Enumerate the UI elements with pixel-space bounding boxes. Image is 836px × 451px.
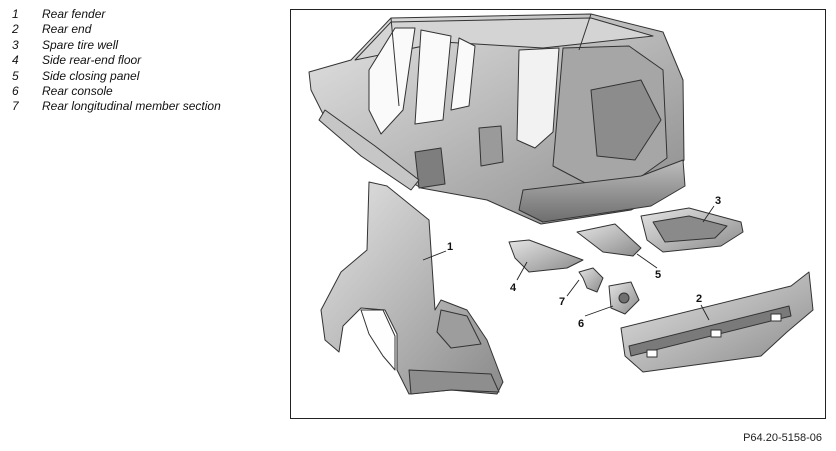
legend-number: 2 — [12, 22, 19, 37]
legend-label: Rear end — [42, 22, 92, 37]
legend-item: 7 Rear longitudinal member section — [12, 99, 221, 114]
callout-labels: 1 2 3 4 5 6 7 — [447, 195, 721, 330]
legend-number: 6 — [12, 83, 19, 98]
legend-item: 2 Rear end — [12, 22, 221, 37]
callout-5: 5 — [655, 269, 661, 281]
callout-2: 2 — [696, 293, 702, 305]
legend-item: 6 Rear console — [12, 84, 221, 99]
legend-label: Spare tire well — [42, 37, 119, 52]
legend-number: 4 — [12, 53, 19, 68]
spare-tire-well-part — [640, 207, 744, 253]
rear-fender-part — [320, 181, 504, 395]
side-closing-panel-part — [576, 223, 642, 257]
legend-label: Side closing panel — [42, 68, 140, 83]
legend-number: 7 — [12, 99, 19, 114]
legend-number: 5 — [12, 68, 19, 83]
legend-item: 3 Spare tire well — [12, 38, 221, 53]
callout-1: 1 — [447, 241, 453, 253]
legend-number: 3 — [12, 37, 19, 52]
callout-6: 6 — [578, 318, 584, 330]
legend-item: 5 Side closing panel — [12, 69, 221, 84]
legend-item: 4 Side rear-end floor — [12, 53, 221, 68]
callout-3: 3 — [715, 195, 721, 207]
legend-label: Rear fender — [42, 7, 106, 21]
vehicle-body-shell — [308, 13, 686, 225]
callout-4: 4 — [510, 282, 517, 294]
legend-number: 1 — [12, 7, 19, 21]
callout-leaders — [422, 205, 715, 321]
legend-item: 1 Rear fender — [12, 7, 221, 22]
parts-legend: 1 Rear fender 2 Rear end 3 Spare tire we… — [12, 7, 221, 115]
legend-label: Rear console — [42, 83, 113, 98]
callout-7: 7 — [559, 296, 565, 308]
rear-console-part — [608, 281, 640, 315]
legend-label: Rear longitudinal member section — [42, 99, 221, 114]
rear-longitudinal-member-part — [578, 267, 604, 293]
legend-label: Side rear-end floor — [42, 53, 142, 68]
figure-reference-code: P64.20-5158-06 — [743, 432, 822, 444]
side-rear-end-floor-part — [508, 239, 584, 273]
rear-end-part — [620, 271, 814, 373]
exploded-view-frame: 1 2 3 4 5 6 7 — [290, 9, 826, 419]
exploded-view-illustration: 1 2 3 4 5 6 7 — [308, 13, 814, 395]
